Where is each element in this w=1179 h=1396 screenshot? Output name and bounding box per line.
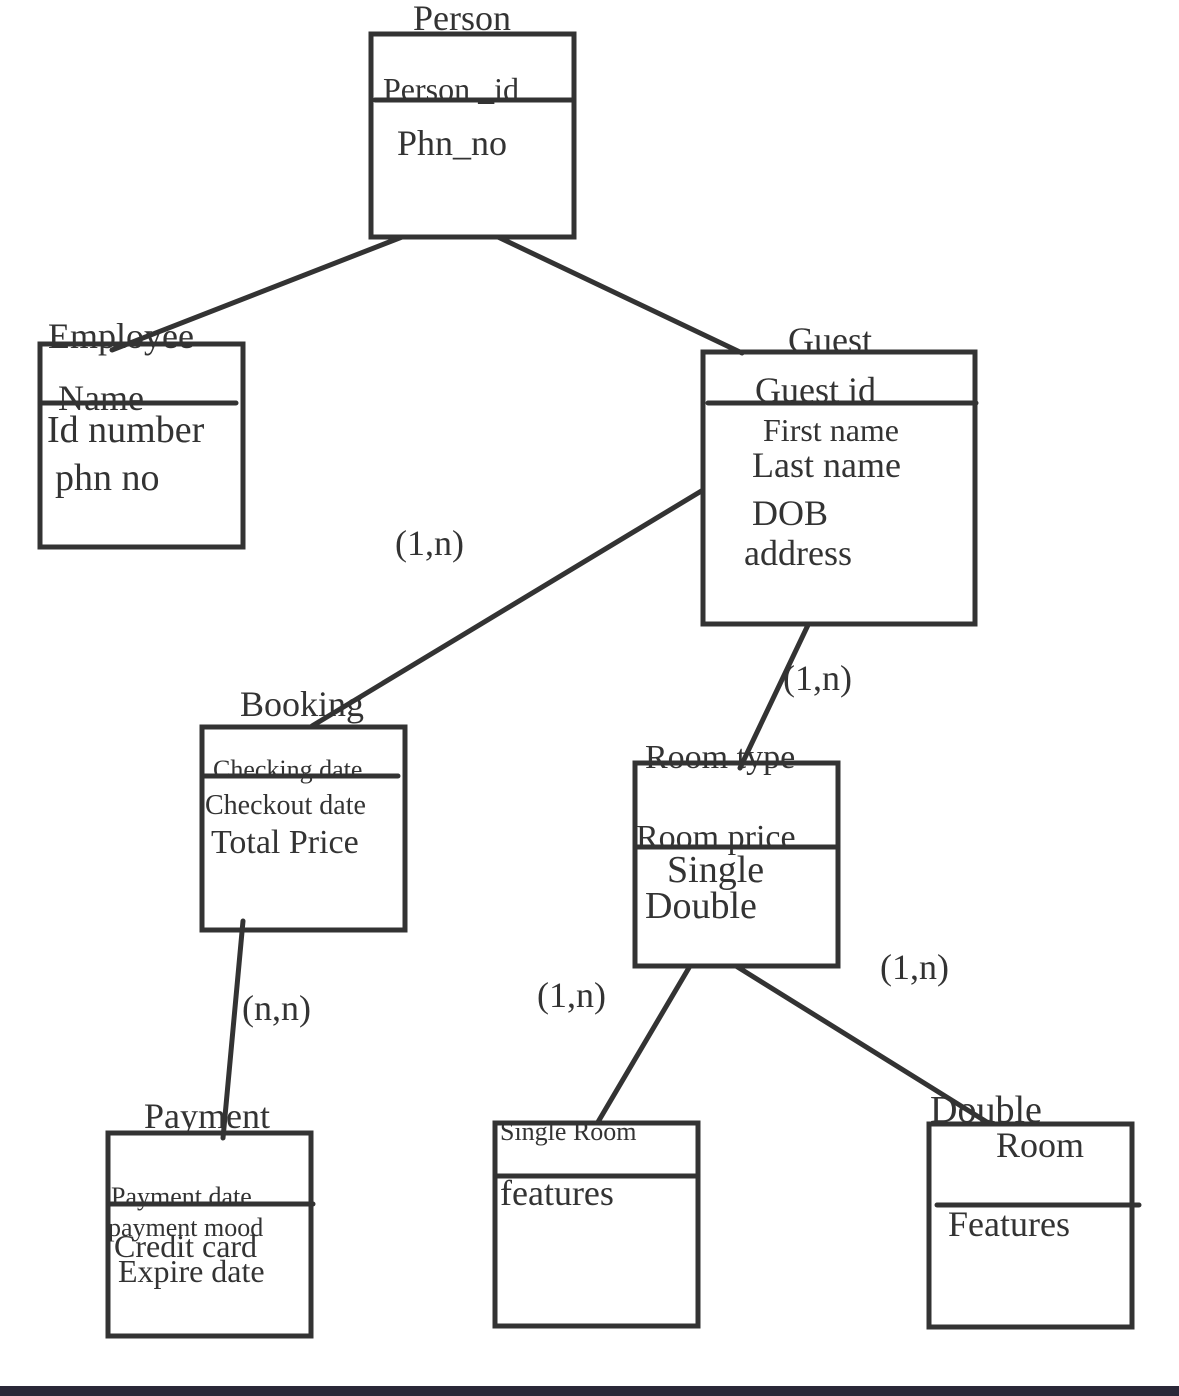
guest-entity: Guest Guest id First name Last name DOB … bbox=[700, 320, 979, 627]
guest-box bbox=[700, 349, 978, 627]
person-attr-phn-no: Phn_no bbox=[397, 123, 507, 163]
employee-attr-id-number: Id number bbox=[47, 409, 205, 451]
payment-entity: Payment Payment date payment mood Credit… bbox=[105, 1096, 316, 1339]
person-employee-line bbox=[109, 234, 405, 353]
payment-title: Payment bbox=[144, 1096, 270, 1136]
payment-key: Payment date bbox=[111, 1182, 252, 1211]
guest-booking-line bbox=[309, 487, 706, 729]
booking-entity: Booking Checking date Checkout date Tota… bbox=[199, 684, 408, 933]
bottom-bar bbox=[0, 1386, 1179, 1396]
room-type-attr-single: Single bbox=[667, 849, 764, 891]
person-box bbox=[368, 31, 577, 240]
booking-box bbox=[199, 724, 408, 933]
payment-box bbox=[105, 1130, 314, 1339]
booking-payment-line bbox=[220, 918, 246, 1141]
cardinality-roomtype-single: (1,n) bbox=[537, 975, 606, 1015]
cardinality-guest-roomtype: (1,n) bbox=[783, 658, 852, 698]
guest-attr-address: address bbox=[744, 533, 852, 573]
room-type-key: Room price bbox=[636, 819, 796, 856]
cardinality-roomtype-double: (1,n) bbox=[880, 947, 949, 987]
person-entity: Person Person _id Phn_no bbox=[368, 0, 577, 240]
booking-attr-total-price: Total Price bbox=[211, 824, 359, 861]
cardinality-guest-booking: (1,n) bbox=[395, 523, 464, 563]
guest-attr-last-name: Last name bbox=[752, 445, 901, 485]
booking-title: Booking bbox=[240, 684, 364, 724]
single-room-entity: Single Room features bbox=[492, 1117, 701, 1329]
booking-key: Checking date bbox=[213, 755, 362, 784]
room-type-entity: Room type Room price Single Double bbox=[632, 739, 841, 969]
double-room-key: Room bbox=[996, 1125, 1084, 1165]
payment-attr-credit-card: Credit card bbox=[114, 1228, 257, 1264]
double-room-box bbox=[926, 1121, 1135, 1330]
person-guest-line bbox=[495, 234, 745, 356]
guest-roomtype-line bbox=[737, 622, 811, 771]
room-type-box bbox=[632, 760, 841, 969]
roomtype-double-line bbox=[733, 963, 993, 1127]
double-room-entity: Double Room Features bbox=[926, 1089, 1142, 1330]
booking-attr-checkout-date: Checkout date bbox=[205, 790, 366, 821]
double-room-title: Double bbox=[930, 1089, 1042, 1131]
guest-attr-dob: DOB bbox=[752, 493, 828, 533]
single-room-attr-features: features bbox=[500, 1173, 614, 1213]
room-type-attr-double: Double bbox=[645, 885, 757, 927]
roomtype-single-line bbox=[595, 963, 693, 1125]
employee-attr-phn-no: phn no bbox=[55, 457, 160, 499]
single-room-box bbox=[492, 1120, 701, 1329]
employee-box bbox=[37, 341, 246, 550]
cardinality-booking-payment: (n,n) bbox=[242, 988, 311, 1028]
employee-key: Name bbox=[58, 378, 144, 418]
payment-attr-expire-date: Expire date bbox=[118, 1253, 265, 1289]
single-room-title: Single Room bbox=[500, 1117, 637, 1146]
room-type-title: Room type bbox=[645, 739, 795, 776]
double-room-attr-features: Features bbox=[948, 1204, 1070, 1244]
guest-attr-first-name: First name bbox=[763, 412, 899, 448]
employee-entity: Employee Name Id number phn no bbox=[37, 316, 246, 550]
employee-title: Employee bbox=[48, 316, 194, 356]
payment-attr-payment-mood: payment mood bbox=[108, 1213, 263, 1242]
